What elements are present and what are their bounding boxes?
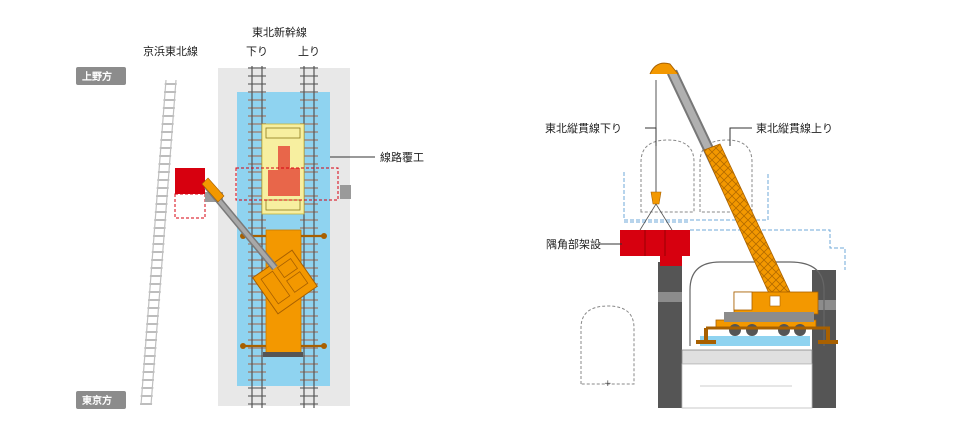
plan-view: 京浜東北線 東北新幹線 下り 上り 線路覆工 上野方 東京方 [76,25,424,409]
deck-water [700,336,810,346]
label-tohoku-shinkansen: 東北新幹線 [252,25,307,39]
label-track-up: 上り [298,45,320,58]
crane-boom-plan [201,177,278,271]
label-up-line: 東北縦貫線上り [756,121,833,135]
direction-tokyo: 東京方 [82,394,112,407]
train-profile-lower [580,305,635,385]
label-track-deck: 線路覆工 [380,150,424,164]
upper-deck-outline [623,172,769,221]
callout-line-up [729,127,752,146]
crane-truck-section [696,291,838,344]
deck-frame-top [265,127,301,139]
label-keihin-tohoku: 京浜東北線 [143,44,198,58]
crossing-beam-outline [235,167,339,201]
crane-hook [650,191,662,205]
train-profile-down [640,139,695,213]
corner-block-plan-dashed [174,193,206,219]
callout-line-down [645,127,657,146]
label-down-line: 東北縦貫線下り [545,121,622,135]
corner-block-plan [175,168,205,194]
label-track-down: 下り [246,45,268,58]
direction-tag-ueno [76,67,126,85]
slab-plan [268,146,300,196]
pier-left-gap [658,292,682,302]
deck-frame-bottom [265,199,301,211]
pier-left [658,262,682,408]
crane-boom-section [649,62,791,303]
base-slab [681,349,813,365]
corner-block-notch [660,256,682,266]
direction-ueno: 上野方 [82,70,112,83]
corner-block-section [620,230,690,256]
connector-right [340,185,351,199]
crane-rear-bar [263,352,303,357]
section-view: + [545,62,846,409]
keihin-tohoku-track [140,79,177,406]
direction-tag-tokyo [76,391,126,409]
deck-outline-lower [690,229,846,270]
label-corner: 隅角部架設 [546,237,601,251]
marker-plus: + [604,379,612,389]
